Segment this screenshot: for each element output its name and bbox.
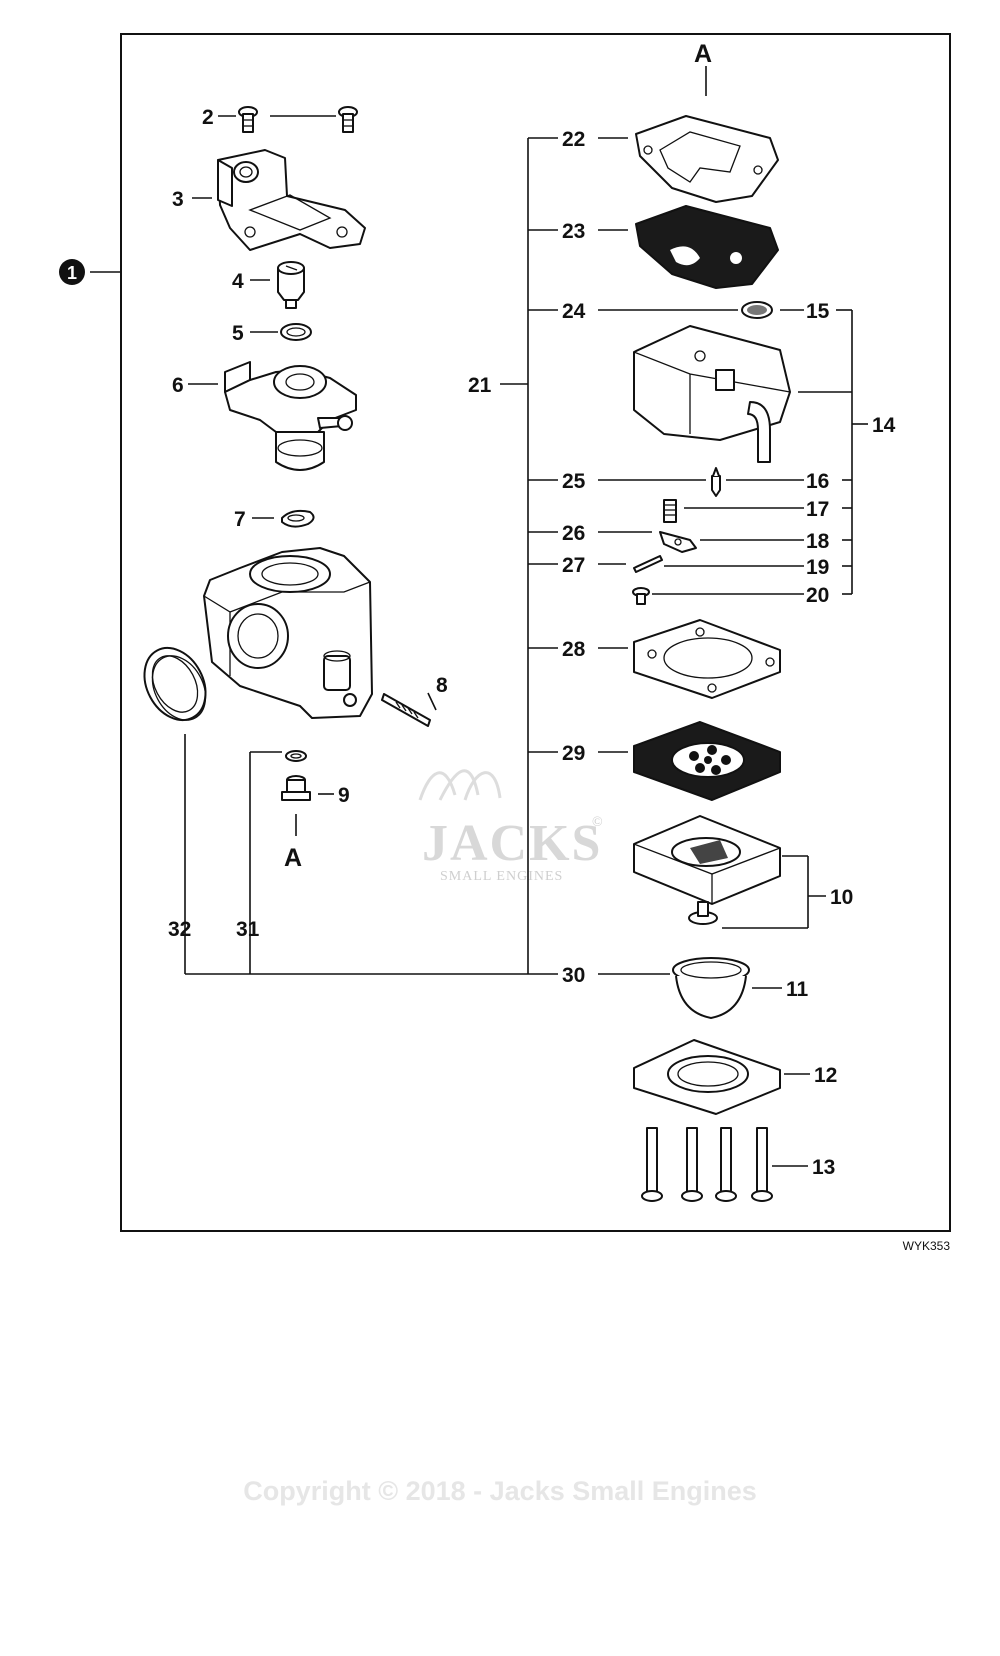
- callout-22: 22: [562, 128, 585, 151]
- part-primer-bulb: [672, 957, 750, 1019]
- part-metering-lever: [659, 531, 697, 553]
- part-screw-pair: [218, 106, 358, 133]
- part-check-valve: [688, 901, 718, 925]
- callout-11: 11: [786, 978, 809, 1001]
- callout-25: 25: [562, 470, 586, 493]
- callout-4: 4: [232, 270, 244, 293]
- callout-17: 17: [806, 498, 829, 521]
- part-throttle-housing: [188, 361, 357, 471]
- callout-29: 29: [562, 742, 585, 765]
- watermark: JACKS © SMALL ENGINES: [418, 769, 604, 884]
- callout-24: 24: [562, 300, 586, 323]
- callout-16: 16: [806, 470, 829, 493]
- part-metering-spring: [663, 499, 677, 523]
- callout-28: 28: [562, 638, 586, 661]
- callout-15: 15: [806, 300, 830, 323]
- part-lever-pin: [633, 555, 663, 573]
- callout-6: 6: [172, 374, 184, 397]
- callout-30: 30: [562, 964, 585, 987]
- callout-5: 5: [232, 322, 244, 345]
- callout-27: 27: [562, 554, 585, 577]
- copyright-notice: Copyright © 2018 - Jacks Small Engines: [243, 1476, 757, 1506]
- part-throttle-bracket: [192, 149, 366, 251]
- watermark-brand: JACKS: [422, 815, 602, 872]
- callout-20: 20: [806, 584, 829, 607]
- reference-mark-top: A: [694, 40, 712, 68]
- part-primer-body: [633, 815, 781, 905]
- callout-3: 3: [172, 188, 184, 211]
- reference-mark-bottom: A: [284, 844, 302, 872]
- callout-21: 21: [468, 374, 492, 397]
- callout-9: 9: [338, 784, 350, 807]
- callout-14: 14: [872, 414, 896, 437]
- leader-lines: [184, 137, 868, 1167]
- part-e-clip: [252, 509, 315, 528]
- part-intake-gasket-ring: [143, 646, 207, 722]
- part-idle-needle: [381, 692, 437, 727]
- part-metering-diaphragm: [633, 721, 781, 801]
- part-plug-and-seal: [281, 750, 334, 836]
- callout-2: 2: [202, 106, 214, 129]
- part-bulb-retainer: [633, 1039, 781, 1115]
- part-pump-body: [633, 325, 791, 463]
- part-inlet-screen: [741, 301, 773, 319]
- callout-10: 10: [830, 886, 853, 909]
- part-o-ring: [250, 323, 312, 341]
- part-throttle-valve: [250, 261, 305, 309]
- part-carburetor-body: [203, 547, 373, 719]
- part-body-screws: [641, 1127, 773, 1202]
- callout-23: 23: [562, 220, 585, 243]
- callout-8: 8: [436, 674, 448, 697]
- callout-26: 26: [562, 522, 585, 545]
- callout-31: 31: [236, 918, 260, 941]
- assembly-marker: 1: [59, 259, 121, 285]
- callout-12: 12: [814, 1064, 837, 1087]
- part-pump-diaphragm: [635, 205, 779, 289]
- callout-18: 18: [806, 530, 830, 553]
- diagram-frame: [120, 33, 951, 1232]
- part-metering-gasket: [633, 619, 781, 699]
- watermark-registered: ©: [592, 815, 604, 830]
- callout-13: 13: [812, 1156, 835, 1179]
- callout-32: 32: [168, 918, 191, 941]
- callout-19: 19: [806, 556, 829, 579]
- part-inlet-needle: [711, 467, 721, 497]
- drawing-code: WYK353: [903, 1239, 951, 1253]
- part-lever-screw: [632, 587, 650, 605]
- watermark-tagline: SMALL ENGINES: [440, 869, 563, 884]
- part-pump-gasket: [635, 115, 779, 203]
- callout-labels: A A 2 3 4 5 6 7 8 9 10 11 12 13 14 15 16…: [168, 40, 896, 1179]
- assembly-marker-number: 1: [67, 263, 77, 283]
- callout-7: 7: [234, 508, 246, 531]
